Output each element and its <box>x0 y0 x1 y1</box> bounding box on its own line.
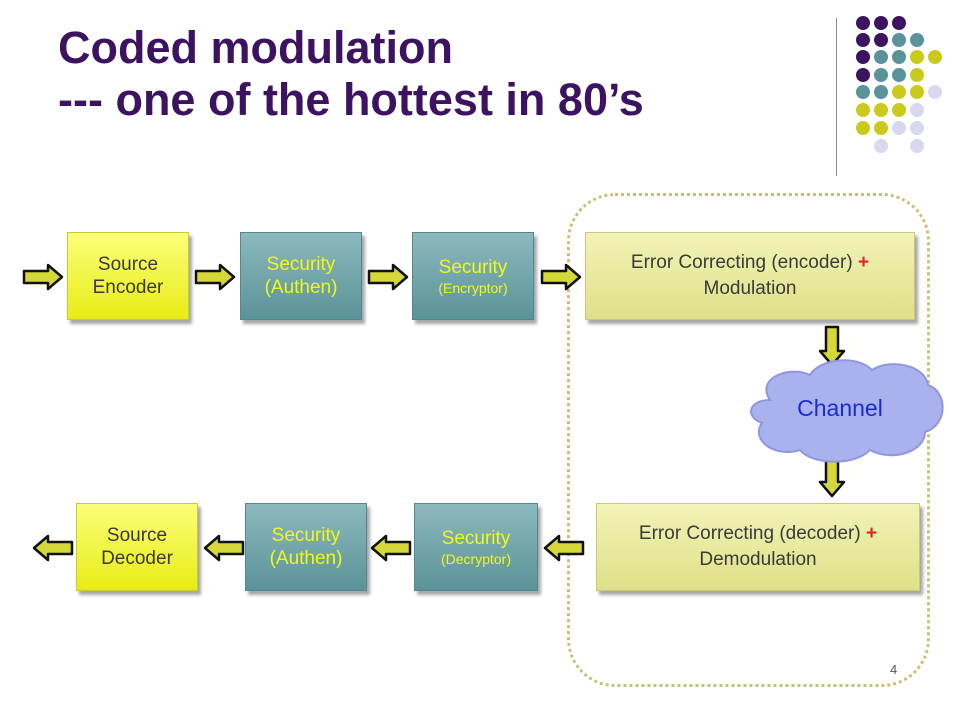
ec-decoder-plus: + <box>865 523 878 544</box>
arrow-encoder-to-authen <box>194 263 236 291</box>
ec-encoder-text: Error Correcting (encoder) <box>630 252 853 273</box>
source-decoder-line1: Source <box>106 525 168 546</box>
arrow-output <box>32 534 74 562</box>
arrow-channel-to-decoder <box>818 456 846 498</box>
arrow-authen-to-encryptor <box>367 263 409 291</box>
arrow-decryptor-to-authen <box>370 534 412 562</box>
ec-encoder-plus: + <box>857 252 870 273</box>
security-decryptor-block: Security (Decryptor) <box>414 503 538 591</box>
source-encoder-block: Source Encoder <box>67 232 189 320</box>
arrow-encryptor-to-ec <box>540 263 582 291</box>
security-authen-top-line2: (Authen) <box>264 277 338 298</box>
arrow-authen-to-decoder <box>203 534 245 562</box>
security-authen-top-line1: Security <box>266 254 336 275</box>
page-number: 4 <box>890 662 898 677</box>
arrow-ec-to-decryptor <box>543 534 585 562</box>
arrow-input <box>22 263 64 291</box>
security-decryptor-line1: Security <box>441 527 511 549</box>
source-decoder-line2: Decoder <box>101 548 173 569</box>
decorative-dot-grid <box>856 16 942 153</box>
security-authen-bottom-block: Security (Authen) <box>245 503 367 591</box>
ec-decoder-text: Error Correcting (decoder) <box>638 523 861 544</box>
source-decoder-block: Source Decoder <box>76 503 198 591</box>
security-authen-bottom-line1: Security <box>271 525 341 546</box>
ec-decoder-line2: Demodulation <box>699 549 817 570</box>
security-encryptor-block: Security (Encryptor) <box>412 232 534 320</box>
ec-encoder-line2: Modulation <box>703 278 797 299</box>
channel-label: Channel <box>797 395 883 421</box>
slide-title: Coded modulation --- one of the hottest … <box>58 22 644 126</box>
security-encryptor-line1: Security <box>438 256 508 278</box>
security-decryptor-line2: (Decryptor) <box>440 550 511 567</box>
coded-modulation-region <box>567 193 930 687</box>
error-correcting-encoder-block: Error Correcting (encoder) + Modulation <box>585 232 915 320</box>
security-encryptor-line2: (Encryptor) <box>438 279 508 296</box>
source-encoder-line1: Source <box>97 254 159 275</box>
arrow-ec-to-channel <box>818 325 846 367</box>
security-authen-top-block: Security (Authen) <box>240 232 362 320</box>
error-correcting-decoder-block: Error Correcting (decoder) + Demodulatio… <box>596 503 920 591</box>
divider-line <box>836 18 837 176</box>
title-line-2: --- one of the hottest in 80’s <box>58 74 644 125</box>
source-encoder-line2: Encoder <box>92 277 164 298</box>
security-authen-bottom-line2: (Authen) <box>269 548 343 569</box>
channel-cloud-icon <box>750 359 944 463</box>
title-line-1: Coded modulation <box>58 22 453 73</box>
